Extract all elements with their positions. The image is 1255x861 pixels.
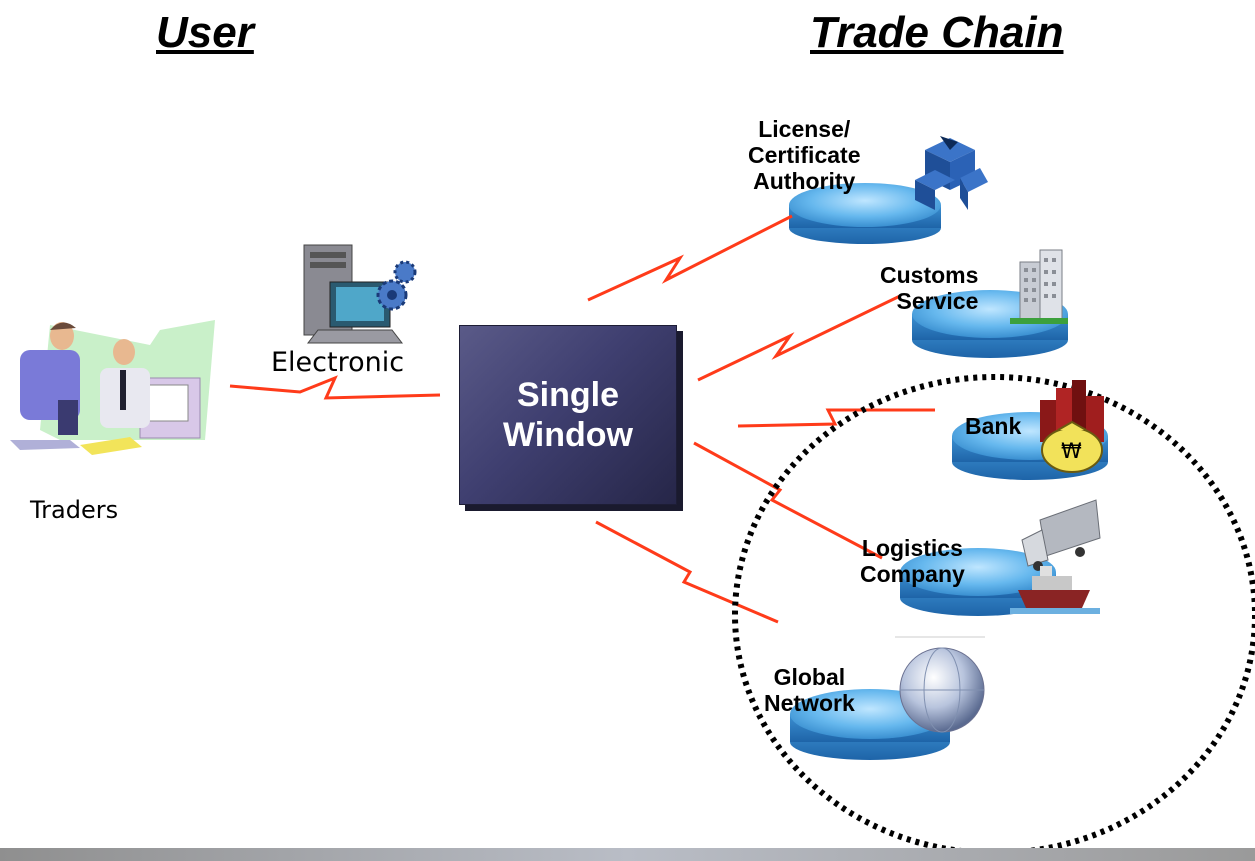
traders-icon — [10, 320, 215, 455]
connector-bank — [737, 408, 935, 428]
traders-label: Traders — [30, 496, 119, 524]
won-symbol: ₩ — [1061, 439, 1082, 463]
connector-global — [595, 520, 779, 624]
node-license-line3: Authority — [753, 168, 856, 194]
single-window-box: Single Window — [459, 325, 677, 505]
node-bank-line1: Bank — [965, 413, 1022, 439]
header-user: User — [156, 8, 254, 57]
connector-traders — [229, 375, 441, 400]
connector-customs — [697, 294, 901, 382]
node-customs: Customs Service — [880, 262, 978, 314]
disc-logistics — [900, 548, 1056, 616]
node-global: Global Network — [764, 664, 855, 716]
node-license-line1: License/ — [758, 116, 851, 142]
node-global-line1: Global — [773, 664, 846, 690]
computer-gears-icon — [303, 244, 417, 344]
highlight-circle — [732, 374, 1255, 856]
bottom-bar — [0, 848, 1255, 861]
electronic-label: Electronic — [271, 347, 405, 378]
node-global-line2: Network — [764, 690, 855, 716]
money-bag-icon — [1040, 380, 1104, 473]
globe-icon — [895, 636, 985, 733]
building-icon — [1010, 249, 1068, 324]
single-window-line1: Single — [516, 376, 620, 414]
connector-license — [587, 214, 793, 302]
node-license: License/ Certificate Authority — [748, 116, 860, 194]
connector-logistics — [693, 441, 883, 560]
disc-customs — [912, 290, 1068, 358]
boxes-icon — [915, 136, 988, 210]
truck-ship-icon — [1010, 499, 1101, 614]
node-logistics-line2: Company — [860, 561, 965, 587]
node-bank: Bank — [965, 413, 1021, 439]
node-logistics-line1: Logistics — [861, 535, 963, 561]
single-window-line2: Window — [503, 416, 633, 454]
node-license-line2: Certificate — [748, 142, 861, 168]
disc-license — [789, 183, 941, 244]
node-customs-line2: Service — [896, 288, 979, 314]
node-customs-line1: Customs — [880, 262, 979, 288]
header-trade-chain: Trade Chain — [810, 8, 1064, 57]
node-logistics: Logistics Company — [860, 535, 965, 587]
